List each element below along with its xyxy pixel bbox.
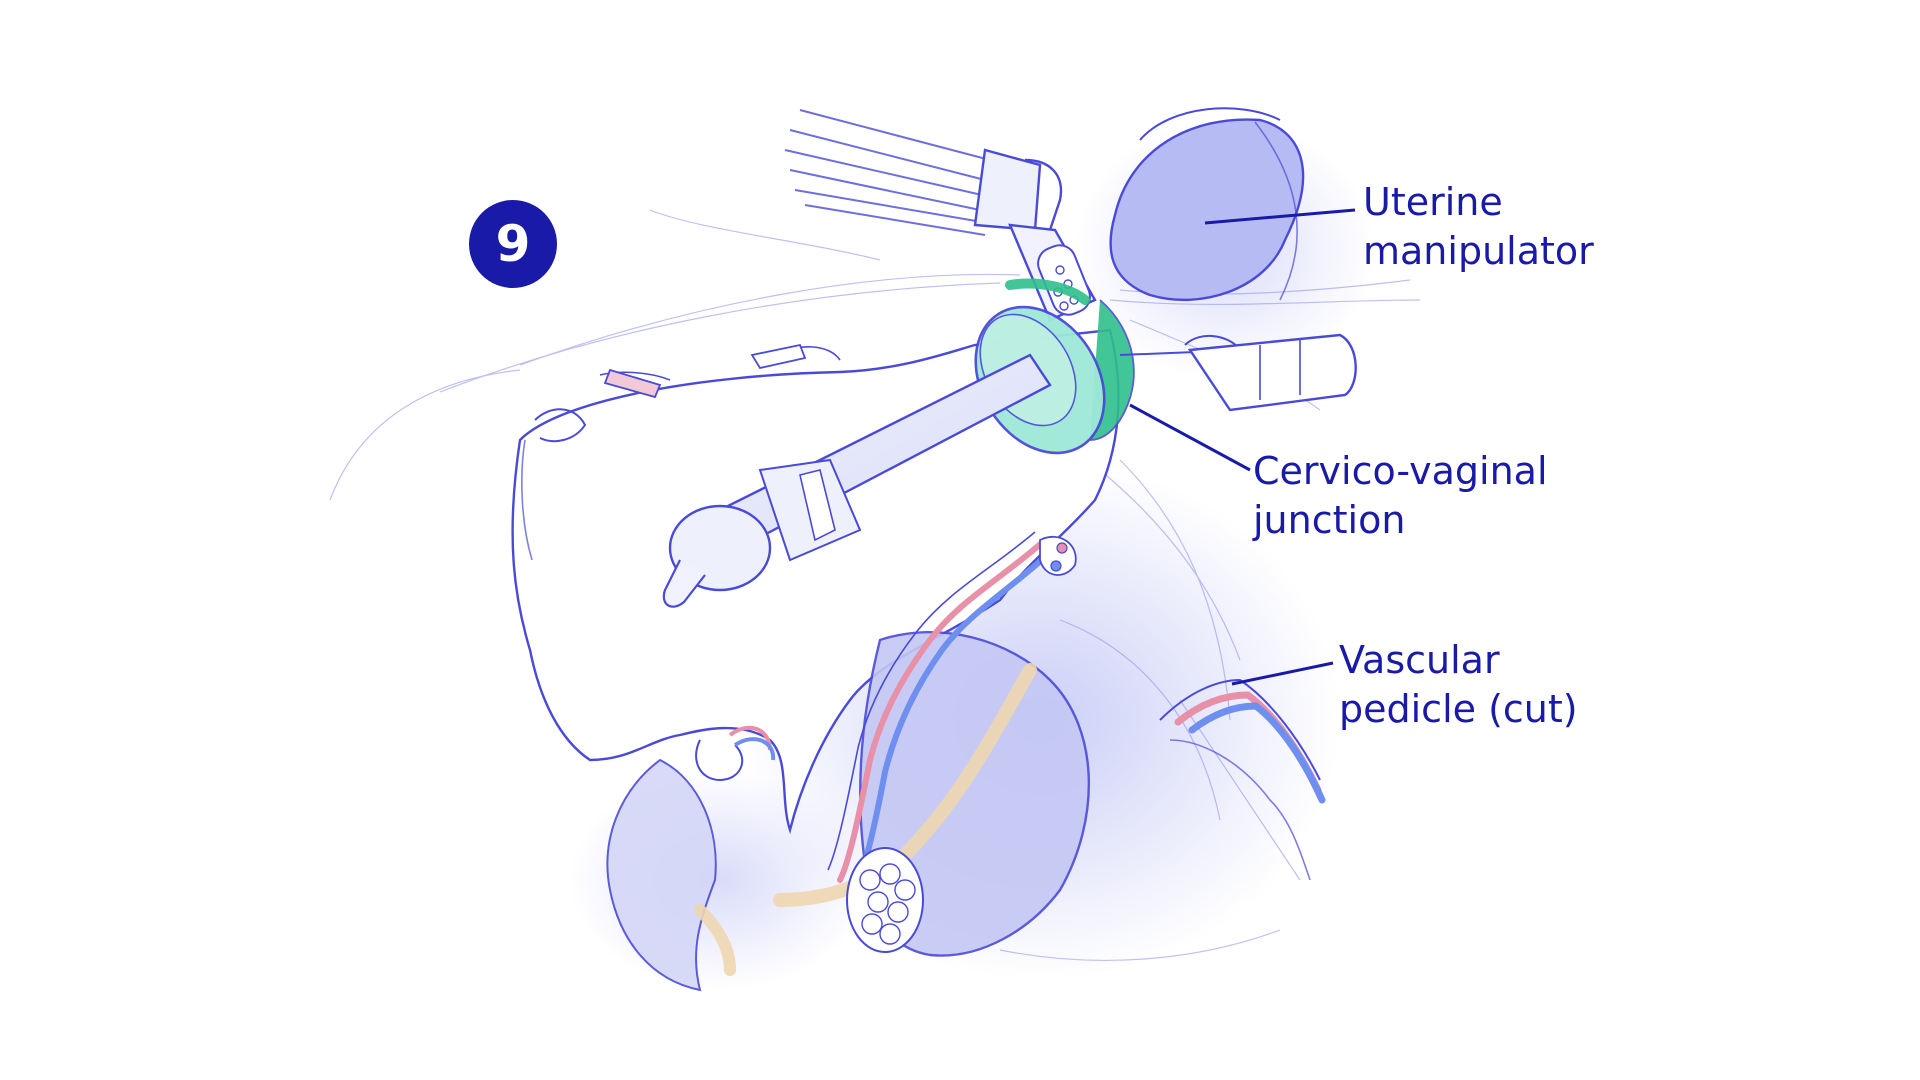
manipulator-rod xyxy=(662,353,1052,608)
label-vascular-line1: Vascular xyxy=(1339,638,1500,682)
label-cervico-vaginal-junction: Cervico-vaginal junction xyxy=(1253,447,1548,545)
label-cervico-line1: Cervico-vaginal xyxy=(1253,449,1548,493)
round-ligament xyxy=(773,663,1037,907)
label-vascular-line2: pedicle (cut) xyxy=(1339,687,1578,731)
right-ligament-stub xyxy=(750,343,807,370)
ovarian-tissue xyxy=(695,725,924,953)
uterine-manipulator-body xyxy=(1109,107,1305,302)
adnexal-region xyxy=(606,758,717,992)
uterus-tissue xyxy=(511,328,1120,835)
leader-line-cervico-vaginal-junction xyxy=(1129,403,1251,472)
side-instrument xyxy=(1119,333,1357,412)
label-uterine-line1: Uterine xyxy=(1363,180,1503,224)
leader-line-vascular-pedicle xyxy=(1231,661,1334,686)
label-uterine-line2: manipulator xyxy=(1363,229,1594,273)
left-ligament-stub xyxy=(603,368,662,399)
label-cervico-line2: junction xyxy=(1253,498,1406,542)
vascular-pedicle xyxy=(1159,678,1326,881)
label-vascular-pedicle: Vascular pedicle (cut) xyxy=(1339,636,1578,734)
step-number: 9 xyxy=(495,215,531,273)
tissue-strands xyxy=(329,209,1421,962)
label-uterine-manipulator: Uterine manipulator xyxy=(1363,178,1594,276)
step-number-badge: 9 xyxy=(469,200,557,288)
leader-lines xyxy=(1129,208,1356,686)
leader-line-uterine-manipulator xyxy=(1204,208,1356,225)
uterine-vessels xyxy=(827,531,1077,891)
ligament-stump xyxy=(694,904,736,976)
